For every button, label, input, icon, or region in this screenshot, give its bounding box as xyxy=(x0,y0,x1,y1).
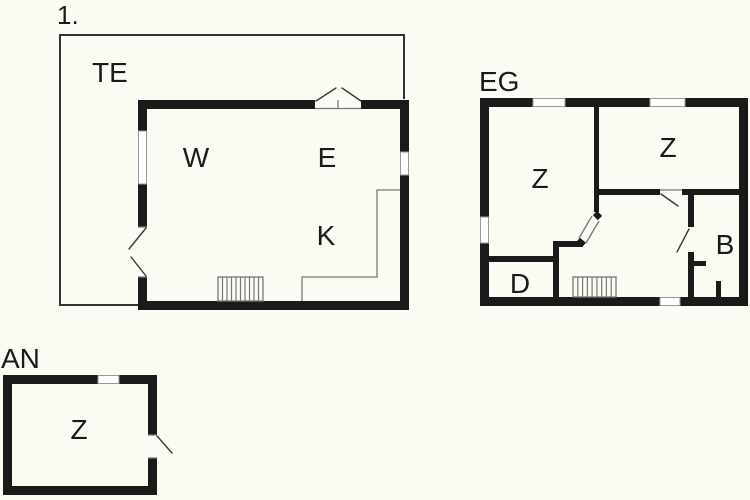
wall-b-stub-h xyxy=(694,261,706,266)
eg-doors xyxy=(660,189,690,253)
floor1-outer-walls xyxy=(138,100,409,310)
window-bottom xyxy=(659,297,681,306)
room-label-d: D xyxy=(510,268,530,299)
wall-b-stub-v xyxy=(716,281,721,306)
window-top-right xyxy=(649,98,686,107)
room-label-w: W xyxy=(183,142,210,173)
door-opening xyxy=(148,435,157,458)
wall-d-right xyxy=(553,241,559,306)
eg-interior-walls xyxy=(489,107,748,306)
wall-top xyxy=(480,98,748,107)
door-leaf-left xyxy=(315,87,337,102)
left-double-door xyxy=(128,226,147,278)
wall-left xyxy=(3,375,12,495)
wall-left xyxy=(138,100,147,310)
wall-right xyxy=(739,98,748,306)
wall-top xyxy=(138,100,409,109)
window-top xyxy=(97,375,120,384)
kitchen-partition xyxy=(301,189,400,301)
wall-right xyxy=(400,100,409,310)
wall-b-lower xyxy=(688,252,694,306)
window-right xyxy=(400,151,409,176)
wall-bottom xyxy=(3,486,157,495)
wall-top xyxy=(3,375,157,384)
door-swing xyxy=(156,435,173,454)
diag-door-line-b xyxy=(585,220,600,244)
eg-title: EG xyxy=(479,66,519,97)
wall-hall-step xyxy=(557,241,583,247)
window-left xyxy=(138,130,147,185)
wall-hall-top-left xyxy=(597,189,660,195)
an-door xyxy=(148,434,173,459)
room-label-b: B xyxy=(716,229,735,260)
terrace-label: TE xyxy=(92,57,128,88)
room-label-e: E xyxy=(318,142,337,173)
wall-b-upper xyxy=(688,195,694,227)
room-label-z2: Z xyxy=(659,132,676,163)
wall-between-z-rooms xyxy=(594,107,599,212)
wall-hall-top-right xyxy=(682,189,748,195)
door-leaf-upper xyxy=(128,227,147,250)
plan-eg: EG xyxy=(479,66,748,306)
door-leaf-right xyxy=(341,87,362,102)
window-top-left xyxy=(532,98,566,107)
door-opening xyxy=(138,227,147,277)
an-title: AN xyxy=(1,343,40,374)
wall-left xyxy=(480,98,489,306)
hall-door-swing xyxy=(660,193,679,207)
door-leaf-lower xyxy=(130,256,147,277)
wall-bottom xyxy=(480,297,748,306)
wall-bottom xyxy=(138,301,409,310)
room-label-k: K xyxy=(317,220,336,251)
room-label-z: Z xyxy=(70,414,87,445)
plan-an: AN Z xyxy=(1,343,173,495)
plan1-number: 1. xyxy=(57,0,79,30)
eg-stairs xyxy=(572,276,617,298)
wall-d-top xyxy=(489,256,559,262)
diag-door-cap-top xyxy=(592,210,603,221)
b-door-swing xyxy=(676,228,690,253)
terrace-outline xyxy=(59,34,405,306)
stairs-box xyxy=(572,276,617,298)
top-double-door xyxy=(315,87,362,110)
diag-door-line-a xyxy=(578,215,593,239)
floor1-stairs xyxy=(217,276,264,302)
room-label-z1: Z xyxy=(531,163,548,194)
plan-floor1: 1. xyxy=(57,0,409,310)
eg-outer-walls xyxy=(480,98,748,306)
window-left xyxy=(480,216,489,244)
